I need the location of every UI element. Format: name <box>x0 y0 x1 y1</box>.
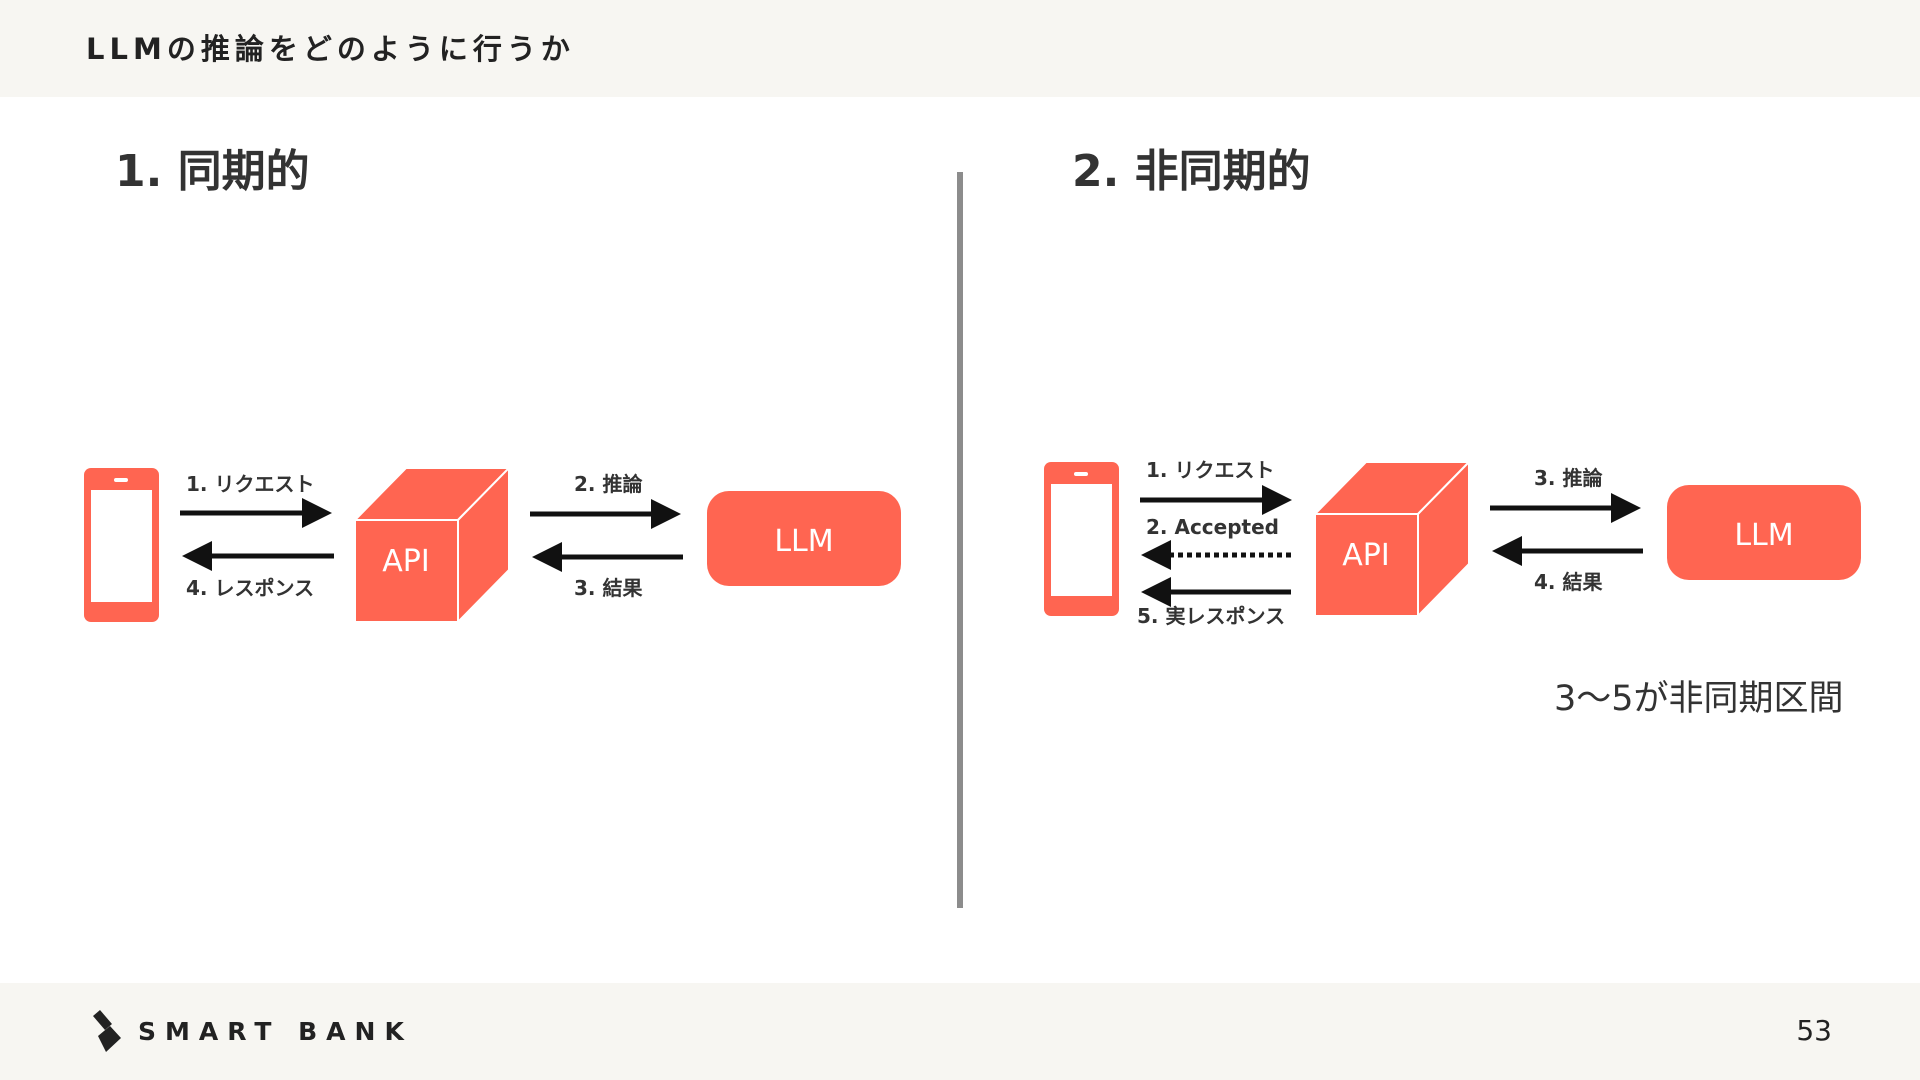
phone-icon <box>1044 462 1119 616</box>
section-title-sync: 1. 同期的 <box>115 146 310 197</box>
async-interval-note: 3〜5が非同期区間 <box>1554 679 1844 719</box>
footer-bar <box>0 983 1920 1080</box>
page-number: 53 <box>1796 1014 1832 1047</box>
brand-mark-icon <box>93 1010 121 1052</box>
api-cube-icon: API <box>1312 459 1472 619</box>
section-divider <box>957 172 963 908</box>
label-result: 4. 結果 <box>1534 570 1602 594</box>
brand-logo: SMART BANK <box>90 1010 413 1052</box>
llm-node: LLM <box>1667 485 1861 580</box>
label-request: 1. リクエスト <box>1146 458 1274 482</box>
label-actual-response: 5. 実レスポンス <box>1137 604 1285 628</box>
phone-icon <box>84 468 159 622</box>
label-request: 1. リクエスト <box>186 472 314 496</box>
brand-name: SMART BANK <box>138 1016 413 1046</box>
label-inference: 2. 推論 <box>574 472 643 496</box>
llm-node: LLM <box>707 491 901 586</box>
header-bar <box>0 0 1920 97</box>
label-inference: 3. 推論 <box>1534 466 1603 490</box>
api-label: API <box>382 544 429 579</box>
slide-title: LLMの推論をどのように行うか <box>86 32 575 66</box>
section-title-async: 2. 非同期的 <box>1072 146 1311 197</box>
llm-label: LLM <box>1734 518 1793 553</box>
api-cube-icon: API <box>352 465 512 625</box>
llm-label: LLM <box>774 524 833 559</box>
api-label: API <box>1342 538 1389 573</box>
label-accepted: 2. Accepted <box>1146 515 1279 539</box>
label-result: 3. 結果 <box>574 576 642 600</box>
label-response: 4. レスポンス <box>186 576 314 600</box>
